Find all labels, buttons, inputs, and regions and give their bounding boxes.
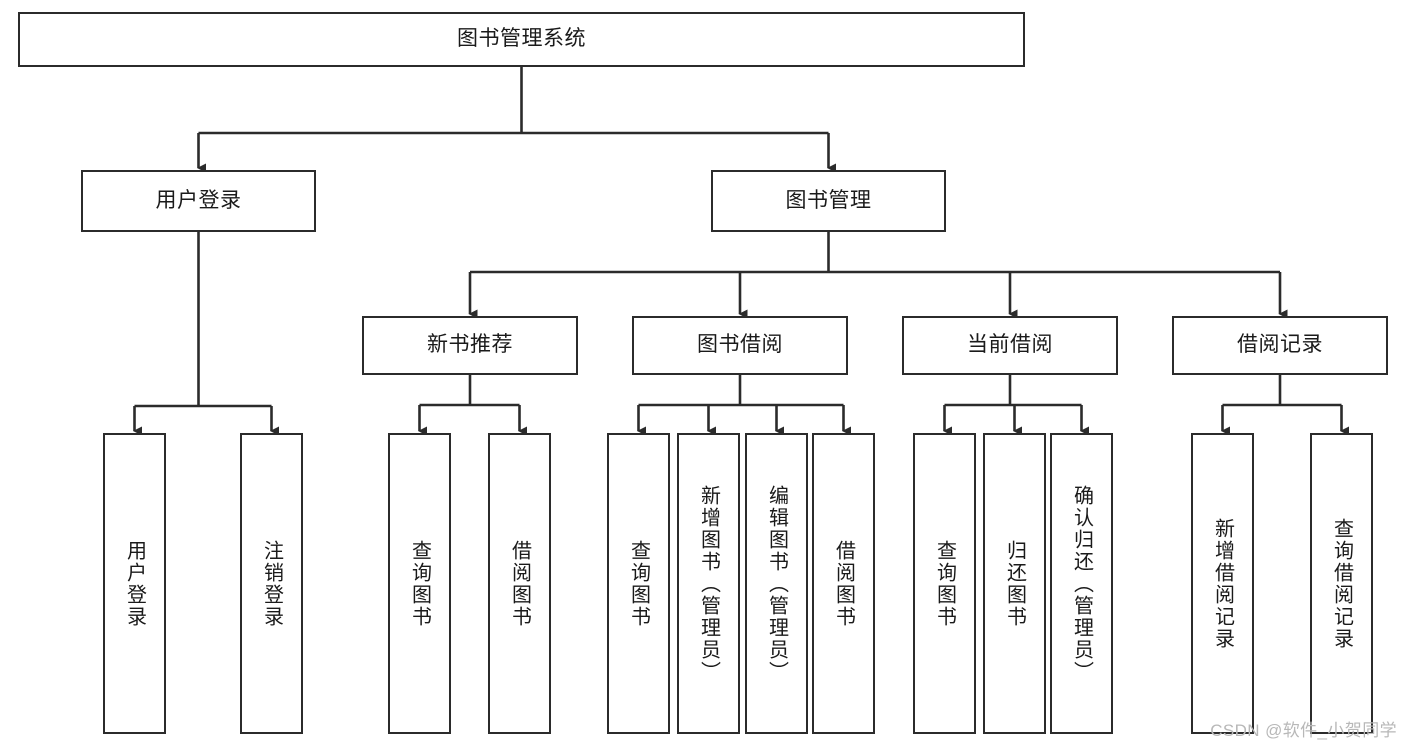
node-label: 归还图书: [1003, 539, 1026, 628]
node-leaf-query-borrow-record[interactable]: 查询借阅记录: [1310, 433, 1373, 734]
node-label: 用户登录: [155, 188, 242, 212]
node-new-book-recommend[interactable]: 新书推荐: [362, 316, 578, 375]
node-label: 图书借阅: [697, 333, 783, 357]
node-user-login[interactable]: 用户登录: [81, 170, 316, 232]
node-leaf-borrow-book-recommend[interactable]: 借阅图书: [488, 433, 551, 734]
node-label: 确认归还（管理员）: [1070, 484, 1093, 683]
node-label: 新增借阅记录: [1211, 517, 1234, 650]
node-leaf-borrow-book[interactable]: 借阅图书: [812, 433, 875, 734]
node-leaf-add-book[interactable]: 新增图书（管理员）: [677, 433, 740, 734]
node-label: 新书推荐: [427, 333, 513, 357]
node-leaf-query-book-current[interactable]: 查询图书: [913, 433, 976, 734]
node-label: 图书管理系统: [457, 27, 586, 51]
node-label: 查询图书: [408, 539, 431, 628]
node-label: 注销登录: [260, 539, 283, 628]
node-label: 图书管理: [785, 188, 872, 212]
node-leaf-edit-book[interactable]: 编辑图书（管理员）: [745, 433, 808, 734]
node-leaf-user-login[interactable]: 用户登录: [103, 433, 166, 734]
node-label: 借阅图书: [508, 539, 531, 628]
node-leaf-user-logout[interactable]: 注销登录: [240, 433, 303, 734]
node-book-manage[interactable]: 图书管理: [711, 170, 946, 232]
node-root-system[interactable]: 图书管理系统: [18, 12, 1025, 67]
node-label: 查询图书: [627, 539, 650, 628]
node-label: 当前借阅: [967, 333, 1053, 357]
node-label: 编辑图书（管理员）: [765, 484, 788, 683]
node-label: 查询借阅记录: [1330, 517, 1353, 650]
node-leaf-query-book-recommend[interactable]: 查询图书: [388, 433, 451, 734]
node-label: 借阅记录: [1237, 333, 1323, 357]
node-leaf-query-book-borrow[interactable]: 查询图书: [607, 433, 670, 734]
node-leaf-add-borrow-record[interactable]: 新增借阅记录: [1191, 433, 1254, 734]
node-label: 用户登录: [123, 539, 146, 628]
node-label: 新增图书（管理员）: [697, 484, 720, 683]
node-current-borrow[interactable]: 当前借阅: [902, 316, 1118, 375]
node-label: 查询图书: [933, 539, 956, 628]
node-leaf-confirm-return[interactable]: 确认归还（管理员）: [1050, 433, 1113, 734]
node-borrow-record[interactable]: 借阅记录: [1172, 316, 1388, 375]
node-label: 借阅图书: [832, 539, 855, 628]
node-leaf-return-book[interactable]: 归还图书: [983, 433, 1046, 734]
node-book-borrow[interactable]: 图书借阅: [632, 316, 848, 375]
